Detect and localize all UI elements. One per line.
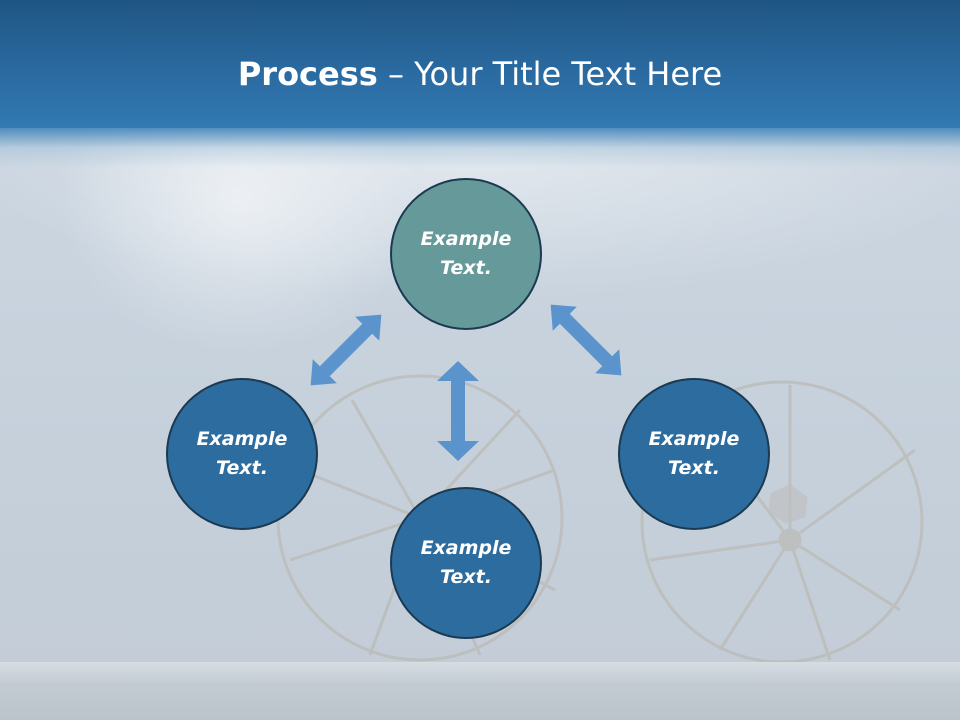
process-node-right-text: Example Text. bbox=[648, 428, 740, 479]
title-keyword: Process bbox=[237, 55, 378, 93]
process-node-top: Example Text. bbox=[390, 178, 542, 330]
process-node-left: Example Text. bbox=[166, 378, 318, 530]
slide-title: Process – Your Title Text Here bbox=[0, 52, 960, 96]
process-node-top-text: Example Text. bbox=[420, 228, 512, 279]
ground-strip bbox=[0, 662, 960, 720]
double-arrow-vertical-icon bbox=[437, 361, 479, 461]
process-node-right: Example Text. bbox=[618, 378, 770, 530]
header-band bbox=[0, 0, 960, 128]
title-text: Your Title Text Here bbox=[414, 55, 723, 93]
process-node-left-text: Example Text. bbox=[196, 428, 288, 479]
double-arrow-diagonal-left-icon bbox=[310, 314, 382, 386]
double-arrow-diagonal-right-icon bbox=[550, 304, 622, 376]
header-fade bbox=[0, 128, 960, 168]
process-node-bottom: Example Text. bbox=[390, 487, 542, 639]
process-node-bottom-text: Example Text. bbox=[420, 537, 512, 588]
title-separator: – bbox=[377, 55, 415, 93]
